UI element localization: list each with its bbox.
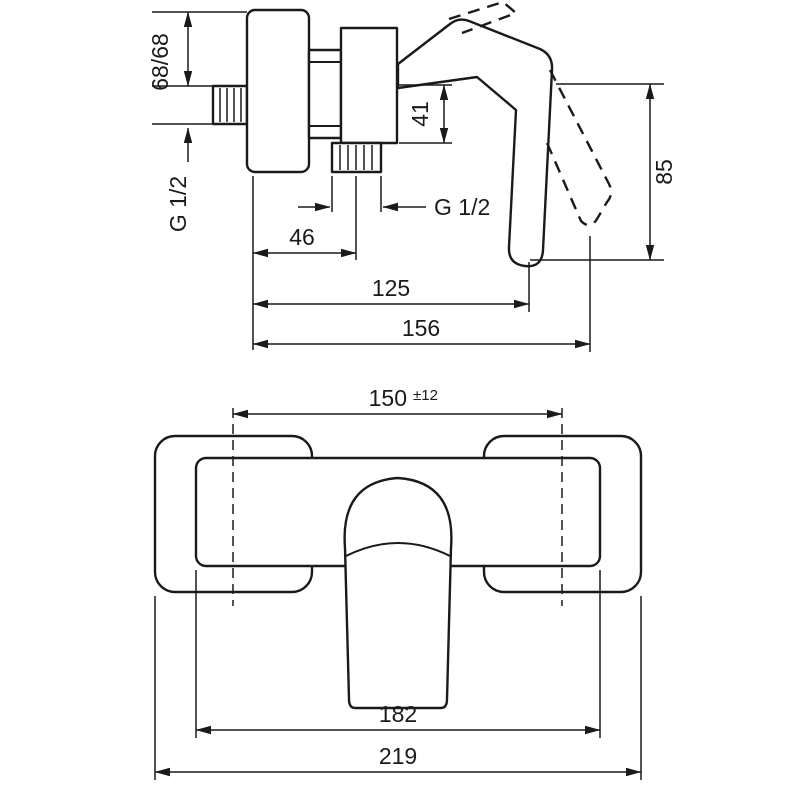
dim-label-125: 125 xyxy=(372,275,410,301)
dim-label-156: 156 xyxy=(402,315,440,341)
dim-label-150: 150 xyxy=(369,385,407,411)
connection-nut xyxy=(307,48,343,140)
dim-label-46: 46 xyxy=(289,224,315,250)
dim-68-ext-lines xyxy=(152,11,247,87)
mixer-body xyxy=(339,26,399,145)
dim-label-150-tolerance: ±12 xyxy=(413,387,438,404)
dim-label-68-68: 68/68 xyxy=(147,33,173,91)
inlet-pipe xyxy=(211,84,249,126)
dim-182-ext-lines xyxy=(195,570,601,738)
lever-handle xyxy=(396,18,554,268)
dim-46-ext-lines xyxy=(252,176,357,350)
handle-open-position-dashed xyxy=(542,69,613,227)
outlet-thread-hatch xyxy=(339,145,373,170)
wall-escutcheon xyxy=(245,8,311,174)
front-view: 150 ±12 182 219 xyxy=(153,385,643,780)
dim-label-182: 182 xyxy=(379,701,417,727)
lever-handle-front xyxy=(343,476,453,710)
side-view: 68/68 G 1/2 41 85 G 1/2 46 125 156 xyxy=(147,0,677,352)
nut-facets xyxy=(308,61,342,127)
inlet-thread-hatch xyxy=(219,88,242,122)
outlet-ext-lines xyxy=(331,176,382,212)
dim-label-inlet-thread: G 1/2 xyxy=(165,176,191,232)
handle-cap-edge xyxy=(345,542,451,557)
handle-raised-position-dashed xyxy=(448,0,518,35)
dim-219-ext-lines xyxy=(154,596,642,780)
dim-label-outlet-thread: G 1/2 xyxy=(434,194,490,220)
dim-label-219: 219 xyxy=(379,743,417,769)
dim-label-85: 85 xyxy=(651,159,677,185)
dim-label-41: 41 xyxy=(407,101,433,127)
